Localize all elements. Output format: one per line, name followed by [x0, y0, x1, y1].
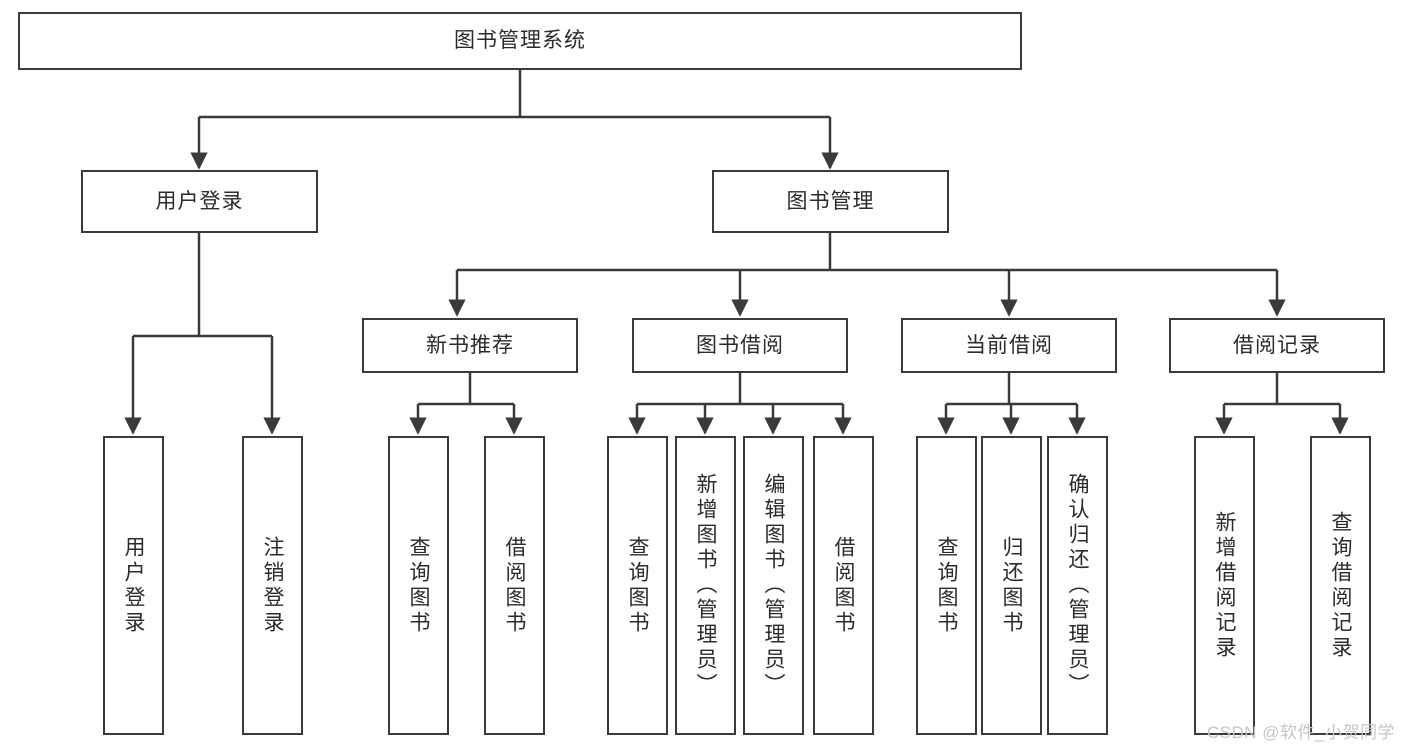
csdn-watermark: CSDN @软件_小贺同学	[1206, 723, 1395, 742]
node-new-book-recommend[interactable]: 新书推荐	[362, 318, 578, 373]
node-label: 新书推荐	[426, 333, 514, 357]
node-label: 注销登录	[261, 535, 285, 636]
node-label: 查询图书	[935, 535, 959, 636]
node-label: 当前借阅	[965, 333, 1053, 357]
node-label: 查询借阅记录	[1329, 510, 1353, 661]
node-label: 用户登录	[155, 189, 244, 213]
node-label: 图书管理系统	[454, 29, 586, 53]
node-label: 确认归还（管理员）	[1066, 473, 1090, 698]
node-label: 查询图书	[407, 535, 431, 636]
node-label: 借阅记录	[1233, 333, 1321, 357]
node-label: 查询图书	[626, 535, 650, 636]
leaf-query-book-1[interactable]: 查询图书	[388, 436, 449, 735]
leaf-query-book-2[interactable]: 查询图书	[607, 436, 668, 735]
node-user-login[interactable]: 用户登录	[81, 170, 318, 233]
leaf-return-book[interactable]: 归还图书	[981, 436, 1042, 735]
node-label: 借阅图书	[503, 535, 527, 636]
leaf-add-record[interactable]: 新增借阅记录	[1194, 436, 1255, 735]
leaf-user-logout[interactable]: 注销登录	[242, 436, 303, 735]
node-label: 用户登录	[122, 535, 146, 636]
node-label: 图书管理	[786, 189, 875, 213]
node-label: 新增图书（管理员）	[694, 473, 718, 698]
leaf-user-login[interactable]: 用户登录	[103, 436, 164, 735]
node-label: 编辑图书（管理员）	[762, 473, 786, 698]
node-current-borrow[interactable]: 当前借阅	[901, 318, 1117, 373]
leaf-confirm-return[interactable]: 确认归还（管理员）	[1047, 436, 1108, 735]
node-label: 图书借阅	[696, 333, 784, 357]
node-root-book-management-system[interactable]: 图书管理系统	[18, 12, 1022, 70]
leaf-borrow-book-1[interactable]: 借阅图书	[484, 436, 545, 735]
leaf-edit-book[interactable]: 编辑图书（管理员）	[743, 436, 804, 735]
node-book-management[interactable]: 图书管理	[712, 170, 949, 233]
node-label: 新增借阅记录	[1213, 510, 1237, 661]
node-borrow-record[interactable]: 借阅记录	[1169, 318, 1385, 373]
node-label: 归还图书	[1000, 535, 1024, 636]
leaf-query-record[interactable]: 查询借阅记录	[1310, 436, 1371, 735]
node-label: 借阅图书	[832, 535, 856, 636]
node-book-borrow[interactable]: 图书借阅	[632, 318, 848, 373]
leaf-add-book[interactable]: 新增图书（管理员）	[675, 436, 736, 735]
leaf-query-book-3[interactable]: 查询图书	[916, 436, 977, 735]
leaf-borrow-book-2[interactable]: 借阅图书	[813, 436, 874, 735]
